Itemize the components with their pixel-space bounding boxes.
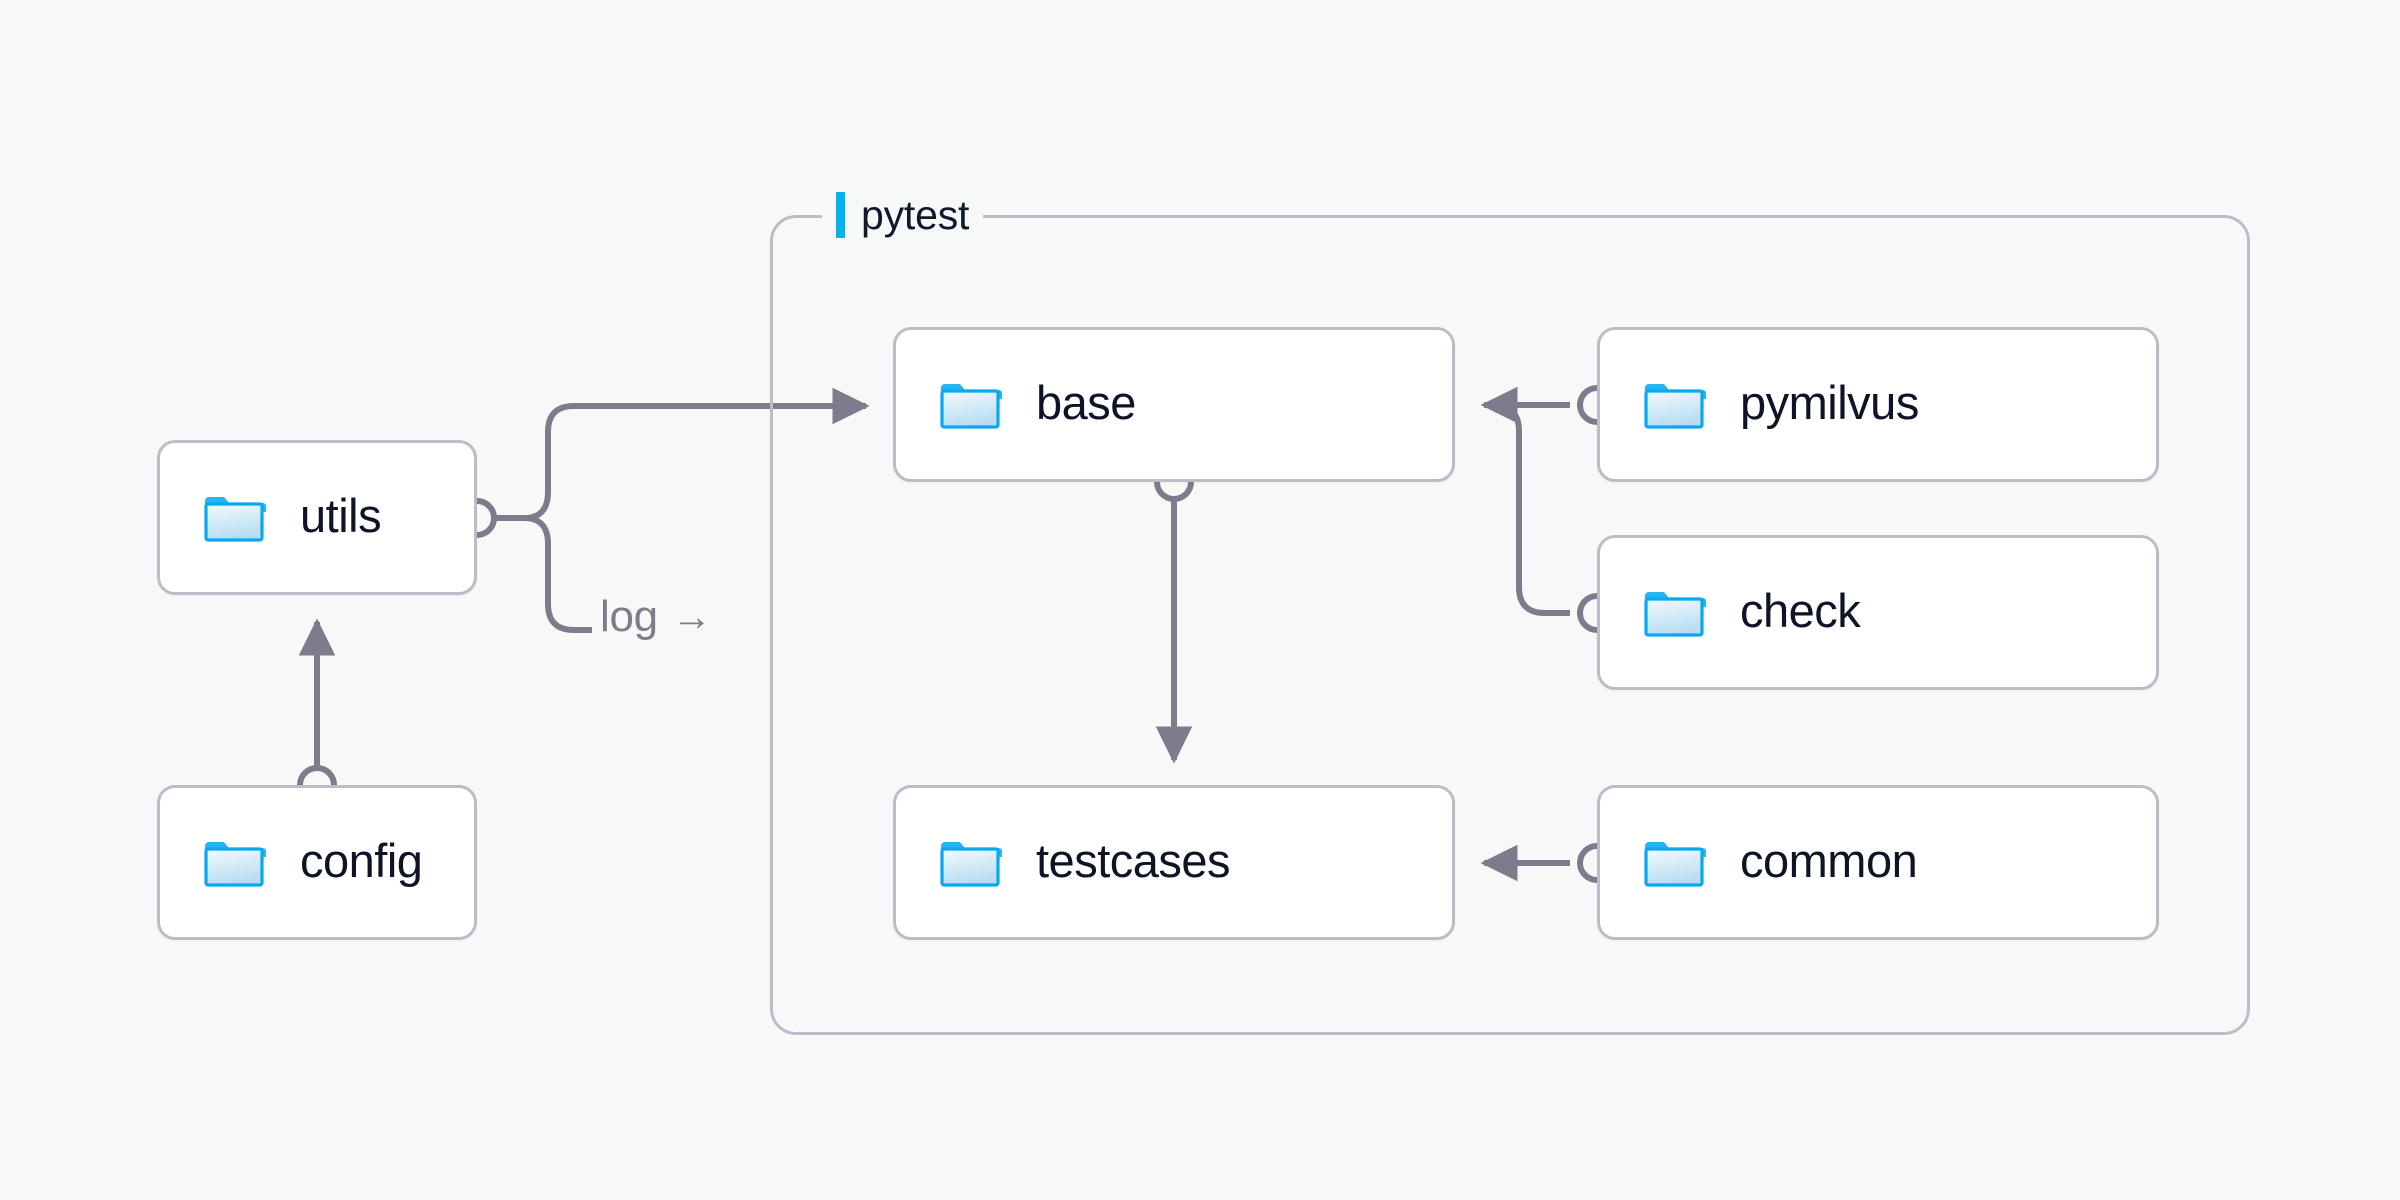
folder-icon (1644, 841, 1706, 887)
node-utils[interactable]: utils (157, 440, 477, 595)
node-config[interactable]: config (157, 785, 477, 940)
folder-icon (940, 841, 1002, 887)
node-check-label: check (1740, 584, 1861, 637)
node-check[interactable]: check (1597, 535, 2159, 690)
folder-icon (204, 841, 266, 887)
node-pymilvus[interactable]: pymilvus (1597, 327, 2159, 482)
edge-utils-to-log (523, 515, 592, 633)
group-pytest (770, 215, 2250, 1035)
node-config-label: config (300, 834, 423, 887)
node-testcases[interactable]: testcases (893, 785, 1455, 940)
node-utils-label: utils (300, 489, 382, 542)
arrow-right-icon: → (671, 595, 712, 639)
edge-label-log-text: log (600, 592, 658, 641)
folder-icon (204, 496, 266, 542)
group-pytest-title: pytest (861, 191, 970, 238)
node-base-label: base (1036, 376, 1136, 429)
accent-bar-icon (836, 192, 845, 238)
node-common-label: common (1740, 834, 1918, 887)
node-pymilvus-label: pymilvus (1740, 376, 1919, 429)
folder-icon (940, 383, 1002, 429)
node-testcases-label: testcases (1036, 834, 1231, 887)
edge-label-log: log → (600, 592, 712, 642)
node-base[interactable]: base (893, 327, 1455, 482)
node-common[interactable]: common (1597, 785, 2159, 940)
folder-icon (1644, 591, 1706, 637)
folder-icon (1644, 383, 1706, 429)
group-pytest-label: pytest (822, 187, 984, 243)
